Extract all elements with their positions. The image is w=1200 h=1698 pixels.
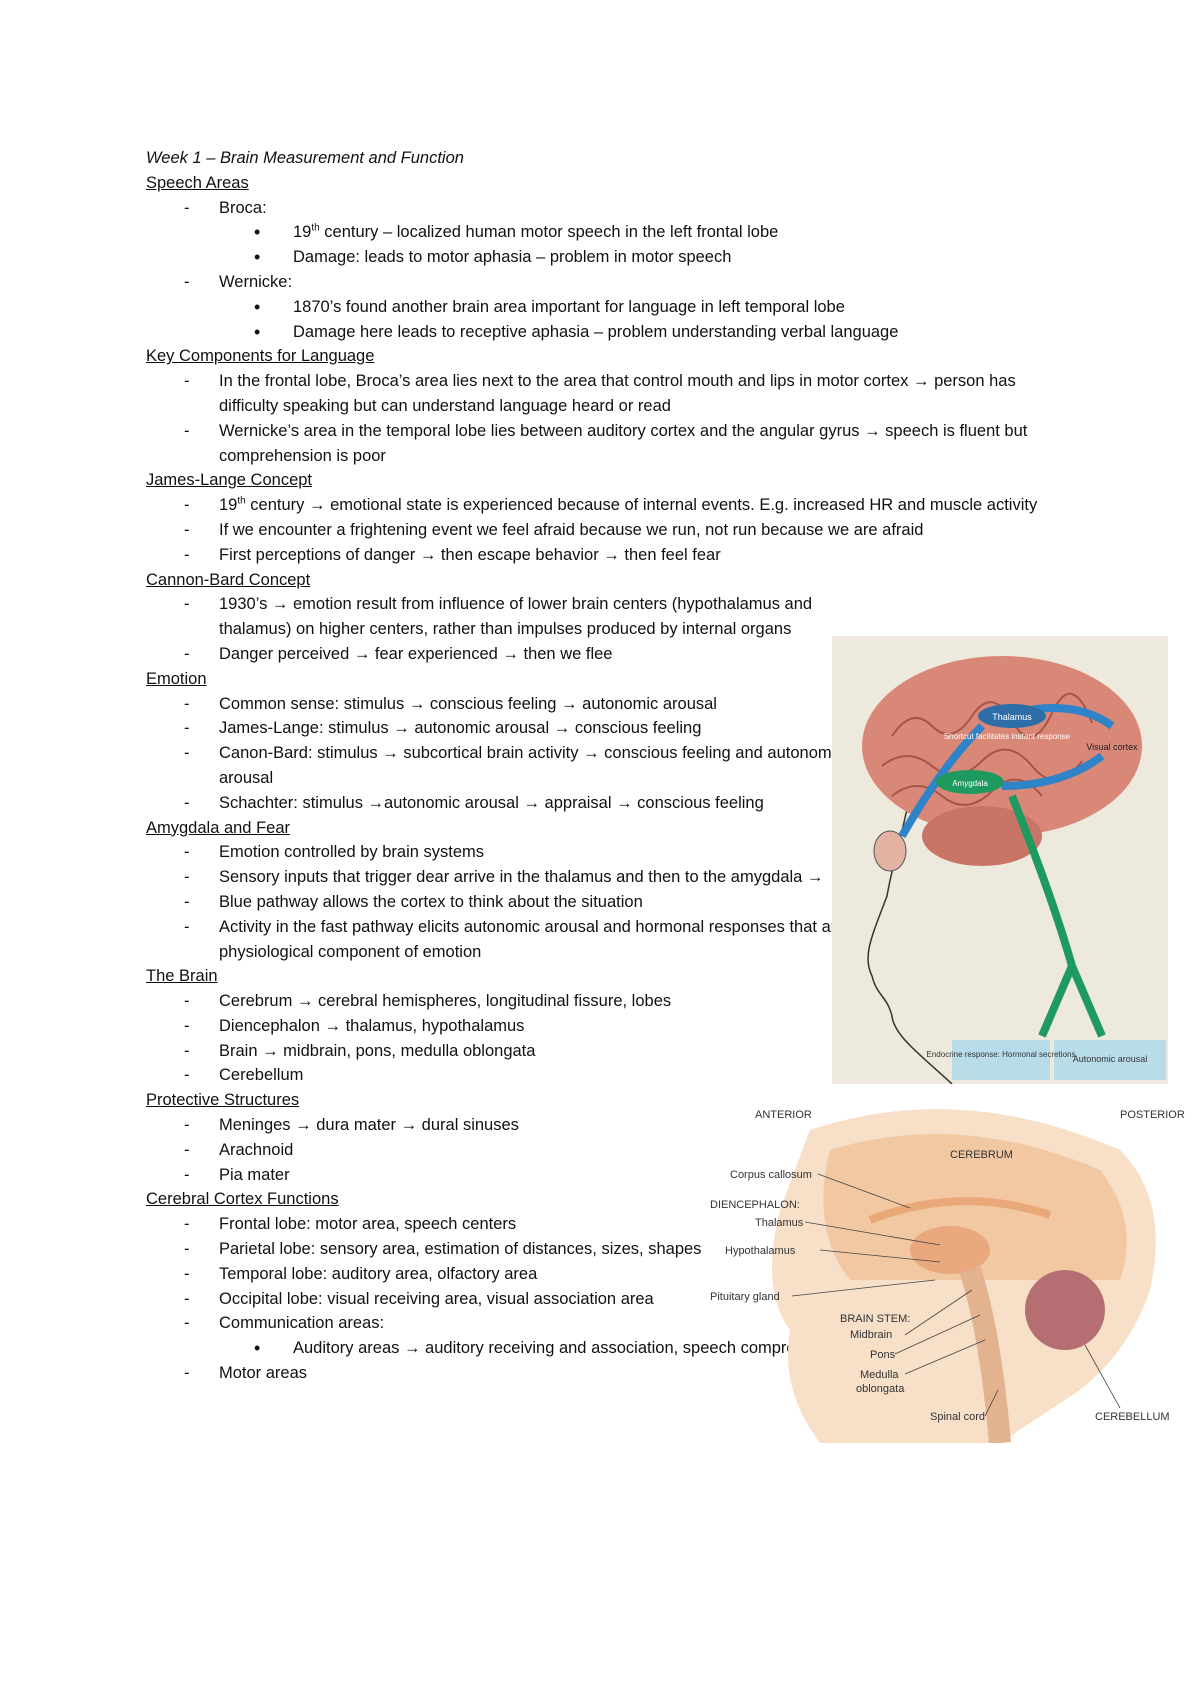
heading-the-brain: The Brain [146, 967, 218, 986]
autonomic-box [1054, 1040, 1166, 1080]
list-item: Emotion controlled by brain systems [146, 840, 889, 865]
page-title: Week 1 – Brain Measurement and Function [146, 149, 464, 167]
list-item: Sensory inputs that trigger dear arrive … [146, 865, 879, 890]
green-pathway-arrow [1008, 794, 1106, 1038]
cerebellum-illustration [922, 806, 1042, 866]
list-item: Broca: [146, 196, 1076, 221]
list-item: Communication areas: [146, 1311, 1076, 1336]
list-item: Brain → midbrain, pons, medulla oblongat… [146, 1039, 1076, 1064]
heading-speech-areas: Speech Areas [146, 173, 249, 192]
list-item: If we encounter a frightening event we f… [146, 518, 1076, 543]
list-item: Blue pathway allows the cortex to think … [146, 890, 889, 915]
corpus-callosum-illustration [868, 1197, 1052, 1224]
label-medulla: Medulla [860, 1369, 899, 1381]
cerebellum-illustration [1025, 1270, 1105, 1350]
label-pituitary: Pituitary gland [710, 1291, 780, 1303]
label-corpus-callosum: Corpus callosum [730, 1169, 812, 1181]
label-thalamus: Thalamus [755, 1217, 804, 1229]
label-brainstem: BRAIN STEM: [840, 1313, 910, 1325]
list-item: James-Lange: stimulus → autonomic arousa… [146, 716, 899, 741]
label-hypothalamus: Hypothalamus [725, 1245, 796, 1257]
label-visual-cortex: Visual cortex [1086, 742, 1138, 752]
heading-cannon-bard: Cannon-Bard Concept [146, 570, 311, 589]
brain-fold [891, 778, 1043, 806]
label-amygdala: Amygdala [952, 779, 988, 788]
label-cerebellum: CEREBELLUM [1095, 1411, 1170, 1423]
bullet-item: 1870’s found another brain area importan… [146, 295, 1076, 320]
list-item: Meninges → dura mater → dural sinuses [146, 1113, 1076, 1138]
list-item: Arachnoid [146, 1138, 1076, 1163]
blue-pathway-arrow [1001, 752, 1105, 790]
list-item: Common sense: stimulus → conscious feeli… [146, 692, 899, 717]
list-item: Frontal lobe: motor area, speech centers [146, 1212, 1076, 1237]
label-autonomic: Autonomic arousal [1073, 1054, 1148, 1064]
list-item: First perceptions of danger → then escap… [146, 543, 1076, 568]
bullet-item: 19th century – localized human motor spe… [146, 220, 1076, 245]
figure-fear-pathway: Thalamus Shortcut facilitates instant re… [832, 636, 1168, 1084]
cerebrum-illustration [823, 1134, 1127, 1280]
list-item: Canon-Bard: stimulus → subcortical brain… [146, 741, 879, 791]
figure-brain-sagittal: ANTERIOR POSTERIOR CEREBRUM Corpus callo… [710, 1109, 1185, 1443]
list-item: Wernicke’s area in the temporal lobe lie… [146, 419, 1076, 469]
eye-illustration [873, 830, 907, 872]
brainstem-illustration [959, 1266, 1011, 1443]
leader-lines [791, 1173, 1121, 1417]
heading-protective-structures: Protective Structures [146, 1091, 300, 1110]
list-item: Danger perceived → fear experienced → th… [146, 642, 1076, 667]
label-midbrain: Midbrain [850, 1329, 892, 1341]
heading-james-lange: James-Lange Concept [146, 471, 313, 490]
list-item: Occipital lobe: visual receiving area, v… [146, 1287, 749, 1312]
heading-amygdala-fear: Amygdala and Fear [146, 818, 290, 837]
label-cerebrum: CEREBRUM [950, 1149, 1013, 1161]
label-shortcut: Shortcut facilitates instant response [944, 732, 1071, 741]
endocrine-box [952, 1040, 1050, 1080]
heading-emotion: Emotion [146, 669, 207, 688]
document-body: Week 1 – Brain Measurement and Function … [146, 146, 1076, 1386]
list-item: Pia mater [146, 1163, 1076, 1188]
blue-pathway-arrow [898, 723, 985, 838]
list-item: Cerebrum → cerebral hemispheres, longitu… [146, 989, 779, 1014]
label-oblongata: oblongata [856, 1383, 905, 1395]
label-posterior: POSTERIOR [1120, 1109, 1185, 1121]
list-item: 1930’s → emotion result from influence o… [146, 592, 879, 642]
green-pathway-arrow [1038, 964, 1076, 1038]
brain-fold [891, 692, 1093, 738]
list-item: In the frontal lobe, Broca’s area lies n… [146, 369, 1076, 419]
label-anterior: ANTERIOR [755, 1109, 812, 1121]
label-diencephalon: DIENCEPHALON: [710, 1199, 800, 1211]
list-item: Wernicke: [146, 270, 1076, 295]
list-item: Parietal lobe: sensory area, estimation … [146, 1237, 749, 1262]
bullet-item: Damage: leads to motor aphasia – problem… [146, 245, 1076, 270]
amygdala-marker [936, 770, 1004, 794]
heading-key-components: Key Components for Language [146, 347, 375, 366]
list-item: Schachter: stimulus →autonomic arousal →… [146, 791, 859, 816]
list-item: Temporal lobe: auditory area, olfactory … [146, 1262, 1076, 1287]
heading-cerebral-cortex: Cerebral Cortex Functions [146, 1190, 339, 1209]
label-endocrine: Endocrine response: Hormonal secretions [927, 1050, 1076, 1059]
label-pons: Pons [870, 1349, 896, 1361]
thalamus-marker [978, 704, 1046, 728]
bullet-item: Damage here leads to receptive aphasia –… [146, 320, 1076, 345]
list-item: Cerebellum [146, 1063, 1076, 1088]
list-item: Diencephalon → thalamus, hypothalamus [146, 1014, 1076, 1039]
list-item: Activity in the fast pathway elicits aut… [146, 915, 879, 965]
label-spinal-cord: Spinal cord [930, 1411, 985, 1423]
label-thalamus: Thalamus [992, 712, 1032, 722]
bullet-item: Auditory areas → auditory receiving and … [146, 1336, 1076, 1361]
list-item: Motor areas [146, 1361, 1076, 1386]
thalamus-illustration [910, 1226, 990, 1274]
list-item: 19th century → emotional state is experi… [146, 493, 1076, 518]
